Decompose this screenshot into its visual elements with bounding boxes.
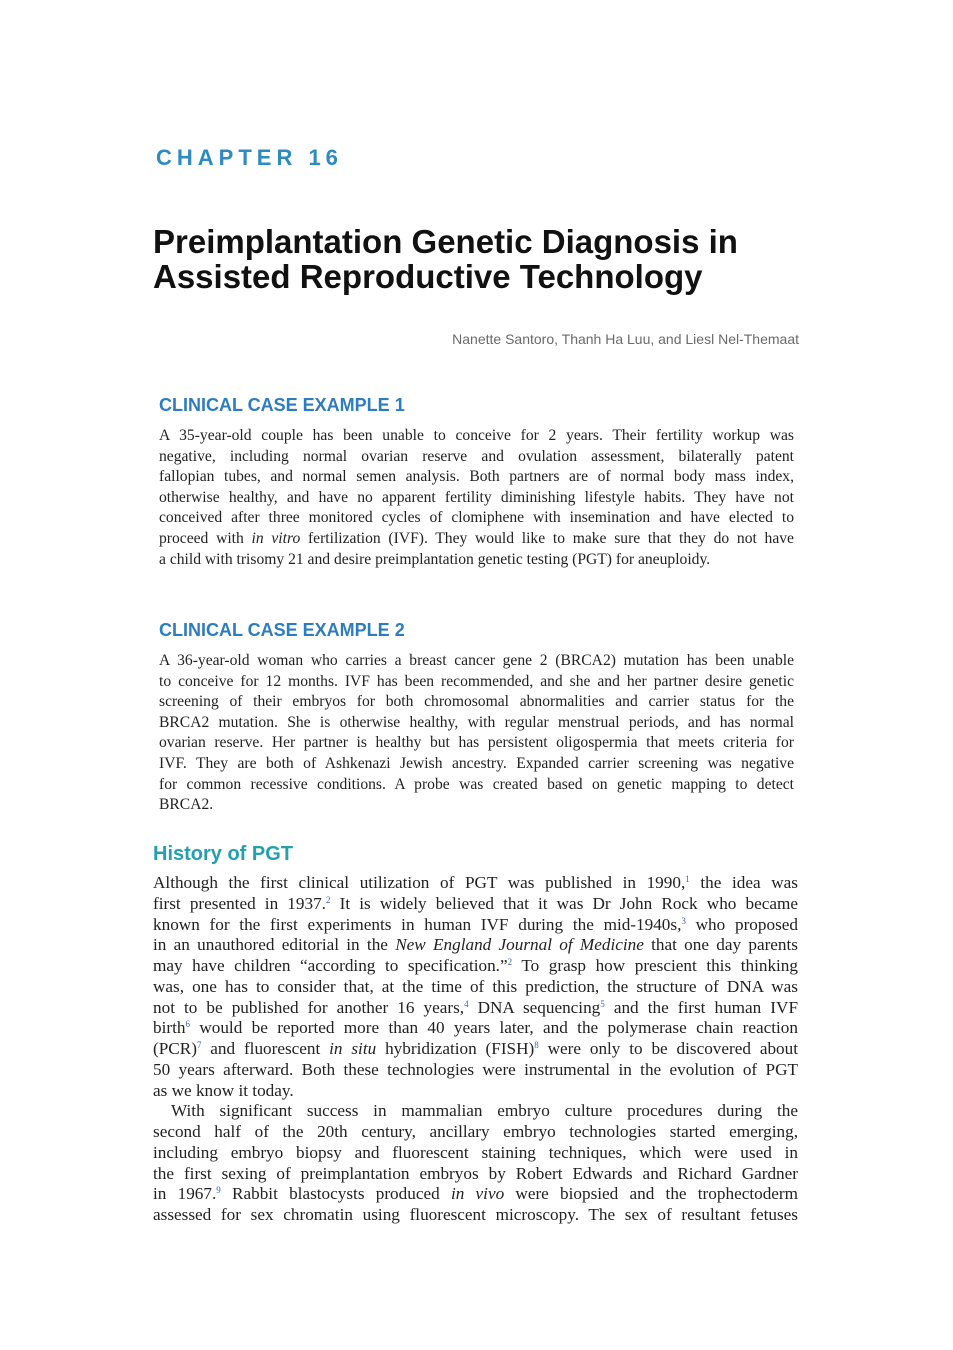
case-line: ovarian reserve. Her partner is healthy … [159,734,794,752]
text-run: were biopsied and the trophectoderm [504,1184,799,1204]
reference-link[interactable]: 2 [507,957,513,967]
chapter-title-line-2: Assisted Reproductive Technology [153,258,703,295]
case-line: IVF. They are both of Ashkenazi Jewish a… [159,754,794,772]
clinical-case-1-heading: CLINICAL CASE EXAMPLE 1 [159,395,405,415]
text-run: proceed with [159,529,252,547]
body-line: in an unauthored editorial in the New En… [153,935,798,956]
body-line: in 1967.9 Rabbit blastocysts produced in… [153,1184,798,1205]
clinical-case-1: CLINICAL CASE EXAMPLE 1 A 35-year-old co… [159,395,794,570]
reference-link[interactable]: 2 [325,894,331,905]
text-run: and fluorescent [201,1039,330,1058]
clinical-case-2-heading: CLINICAL CASE EXAMPLE 2 [159,620,405,640]
text-run: hybridization (FISH) [376,1039,535,1058]
chapter-label: CHAPTER 16 [156,145,343,170]
text-run: It is widely believed that it was Dr Joh… [330,893,798,913]
case-line: otherwise healthy, and have no apparent … [159,488,794,506]
chapter-authors: Nanette Santoro, Thanh Ha Luu, and Liesl… [452,331,799,347]
text-run: Although the first clinical utilization … [153,873,686,892]
body-line: 50 years afterward. Both these technolog… [153,1059,798,1079]
case-line: conceived after three monitored cycles o… [159,509,794,527]
text-run: would be reported more than 40 years lat… [189,1018,798,1038]
italic-term: in vivo [450,1184,505,1204]
body-line: known for the first experiments in human… [153,915,798,936]
text-run: not to be published for another 16 years… [153,997,465,1017]
text-run: To grasp how prescient this thinking [512,956,798,975]
italic-term: in vitro [251,529,301,547]
reference-link[interactable]: 1 [685,874,690,884]
history-body: Although the first clinical utilization … [153,873,798,1226]
body-line: second half of the 20th century, ancilla… [153,1122,798,1141]
case-line: to conceive for 12 months. IVF has been … [159,672,794,690]
case-line: a child with trisomy 21 and desire preim… [159,550,711,568]
case-line: A 35-year-old couple has been unable to … [159,427,794,444]
reference-link[interactable]: 7 [196,1040,202,1050]
case-line: BRCA2 mutation. She is otherwise healthy… [159,713,794,731]
text-run: (PCR) [153,1039,197,1058]
chapter-title: Preimplantation Genetic Diagnosis in Ass… [153,224,833,294]
clinical-case-2: CLINICAL CASE EXAMPLE 2 A 36-year-old wo… [159,620,794,816]
case-line: screening of their embryos for both chro… [159,693,794,711]
reference-link[interactable]: 8 [534,1040,539,1050]
body-line: Although the first clinical utilization … [153,873,798,894]
body-line: (PCR)7 and fluorescent in situ hybridiza… [153,1039,798,1060]
body-line: was, one has to consider that, at the ti… [153,976,798,996]
chapter-title-line-1: Preimplantation Genetic Diagnosis in [153,223,738,260]
reference-link[interactable]: 4 [464,998,469,1009]
text-run: in an unauthored editorial in the [153,935,396,955]
text-run: that one day parents [643,935,798,955]
body-line: not to be published for another 16 years… [153,998,798,1019]
case-line: BRCA2. [159,796,214,814]
reference-link[interactable]: 5 [600,998,605,1009]
body-line: With significant success in mammalian em… [171,1101,798,1121]
reference-link[interactable]: 9 [216,1185,221,1196]
case-line: negative, including normal ovarian reser… [159,447,794,465]
body-line: birth6 would be reported more than 40 ye… [153,1018,798,1039]
body-line: assessed for sex chromatin using fluores… [153,1205,798,1224]
case-line: fallopian tubes, and normal semen analys… [159,468,794,486]
text-run: fertilization (IVF). They would like to … [300,529,794,547]
body-line: the first sexing of preimplantation embr… [153,1163,798,1183]
text-run: the idea was [689,873,798,892]
body-line: as we know it today. [153,1080,294,1100]
text-run: birth [153,1018,186,1038]
section-heading-history: History of PGT [153,843,294,865]
clinical-case-2-text: A 36-year-old woman who carries a breast… [159,651,794,816]
text-run: and the first human IVF [604,997,799,1017]
italic-journal-title: New England Journal of Medicine [395,935,644,955]
body-line: may have children “according to specific… [153,956,798,977]
text-run: may have children “according to specific… [153,956,508,975]
text-run: DNA sequencing [468,997,601,1017]
text-run: known for the first experiments in human… [153,914,682,934]
case-line: for common recessive conditions. A probe… [159,775,794,793]
reference-link[interactable]: 3 [681,915,686,926]
text-run: in 1967. [153,1184,217,1204]
text-run: were only to be discovered about [538,1039,799,1058]
italic-term: in situ [329,1039,377,1058]
text-run: Rabbit blastocysts produced [220,1184,451,1204]
reference-link[interactable]: 6 [185,1019,190,1030]
clinical-case-1-text: A 35-year-old couple has been unable to … [159,426,794,570]
text-run: first presented in 1937. [153,893,326,913]
body-line: first presented in 1937.2 It is widely b… [153,894,798,915]
case-line: proceed with in vitro fertilization (IVF… [159,529,794,550]
text-run: who proposed [685,914,798,934]
body-line: including embryo biopsy and fluorescent … [153,1142,798,1162]
case-line: A 36-year-old woman who carries a breast… [159,652,794,669]
